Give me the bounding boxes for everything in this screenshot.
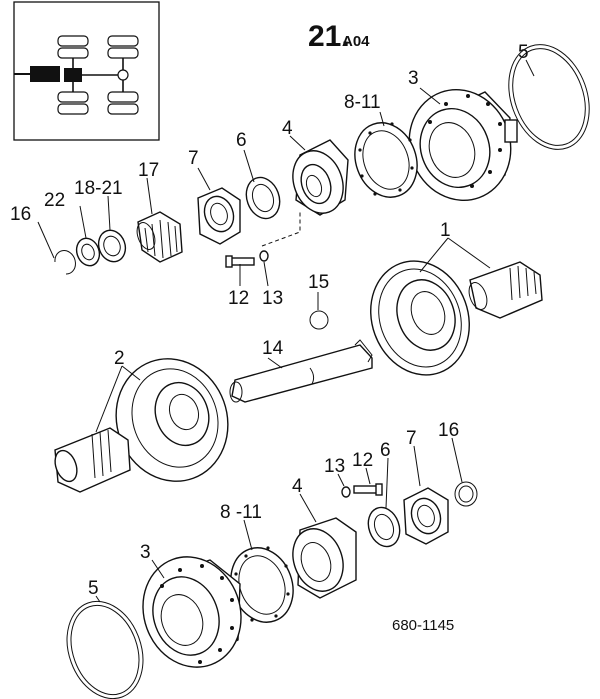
hub-housing-lower bbox=[142, 556, 242, 668]
callout-8-11-lower: 8 -11 bbox=[220, 502, 262, 523]
callout-3-upper: 3 bbox=[408, 68, 419, 89]
callout-1: 1 bbox=[440, 220, 451, 241]
callout-7-upper: 7 bbox=[188, 148, 199, 169]
spline-gear-17 bbox=[136, 211, 183, 263]
washer-18-21 bbox=[97, 229, 127, 263]
callout-14: 14 bbox=[262, 338, 284, 359]
callout-13-lower: 13 bbox=[324, 456, 345, 477]
hub-housing-upper bbox=[408, 88, 518, 202]
callout-15: 15 bbox=[308, 272, 329, 293]
page-number: 21. bbox=[308, 20, 350, 53]
callout-18-21: 18-21 bbox=[74, 178, 123, 199]
snap-ring-15 bbox=[309, 310, 329, 330]
lock-washer-upper bbox=[259, 250, 269, 262]
callout-7-lower: 7 bbox=[406, 428, 417, 449]
callout-12-lower: 12 bbox=[352, 450, 373, 471]
lock-washer-lower bbox=[341, 486, 351, 498]
circlip-16-upper bbox=[54, 250, 76, 275]
bolt-upper bbox=[225, 255, 255, 268]
thrust-washer-lower bbox=[367, 506, 401, 548]
callout-8-11-upper: 8-11 bbox=[344, 92, 381, 113]
callout-22: 22 bbox=[44, 190, 65, 211]
callout-3-lower: 3 bbox=[140, 542, 151, 563]
callout-17: 17 bbox=[138, 160, 159, 181]
planet-carrier-upper bbox=[292, 139, 349, 216]
crown-wheel-lower bbox=[54, 358, 229, 493]
reference-code: 680-1145 bbox=[392, 617, 454, 634]
shim-ring-upper bbox=[354, 122, 418, 198]
callout-5-lower: 5 bbox=[88, 578, 99, 599]
planet-carrier-lower bbox=[292, 517, 357, 599]
lock-nut-upper bbox=[197, 187, 241, 245]
o-ring-upper bbox=[508, 44, 590, 150]
callout-6-upper: 6 bbox=[236, 130, 247, 151]
axle-locator-inset bbox=[13, 1, 160, 141]
drive-shaft-14 bbox=[229, 339, 373, 403]
leader-lines bbox=[37, 59, 535, 603]
o-ring-lower bbox=[66, 600, 144, 699]
callout-5-upper: 5 bbox=[518, 42, 529, 63]
crown-wheel-and-pinion bbox=[370, 260, 543, 376]
lock-nut-lower bbox=[403, 487, 449, 545]
thrust-washer-upper bbox=[245, 176, 281, 220]
page-number-suffix: A04 bbox=[342, 33, 370, 50]
callout-16-upper: 16 bbox=[10, 204, 31, 225]
callout-16-lower: 16 bbox=[438, 420, 459, 441]
circlip-16-lower bbox=[454, 481, 478, 507]
callout-4-lower: 4 bbox=[292, 476, 303, 497]
callout-4-upper: 4 bbox=[282, 118, 293, 139]
callout-6-lower: 6 bbox=[380, 440, 391, 461]
washer-22 bbox=[75, 237, 101, 267]
callout-2: 2 bbox=[114, 348, 125, 369]
callout-12-upper: 12 bbox=[228, 288, 249, 309]
callout-13-upper: 13 bbox=[262, 288, 283, 309]
bolt-lower bbox=[353, 483, 383, 496]
